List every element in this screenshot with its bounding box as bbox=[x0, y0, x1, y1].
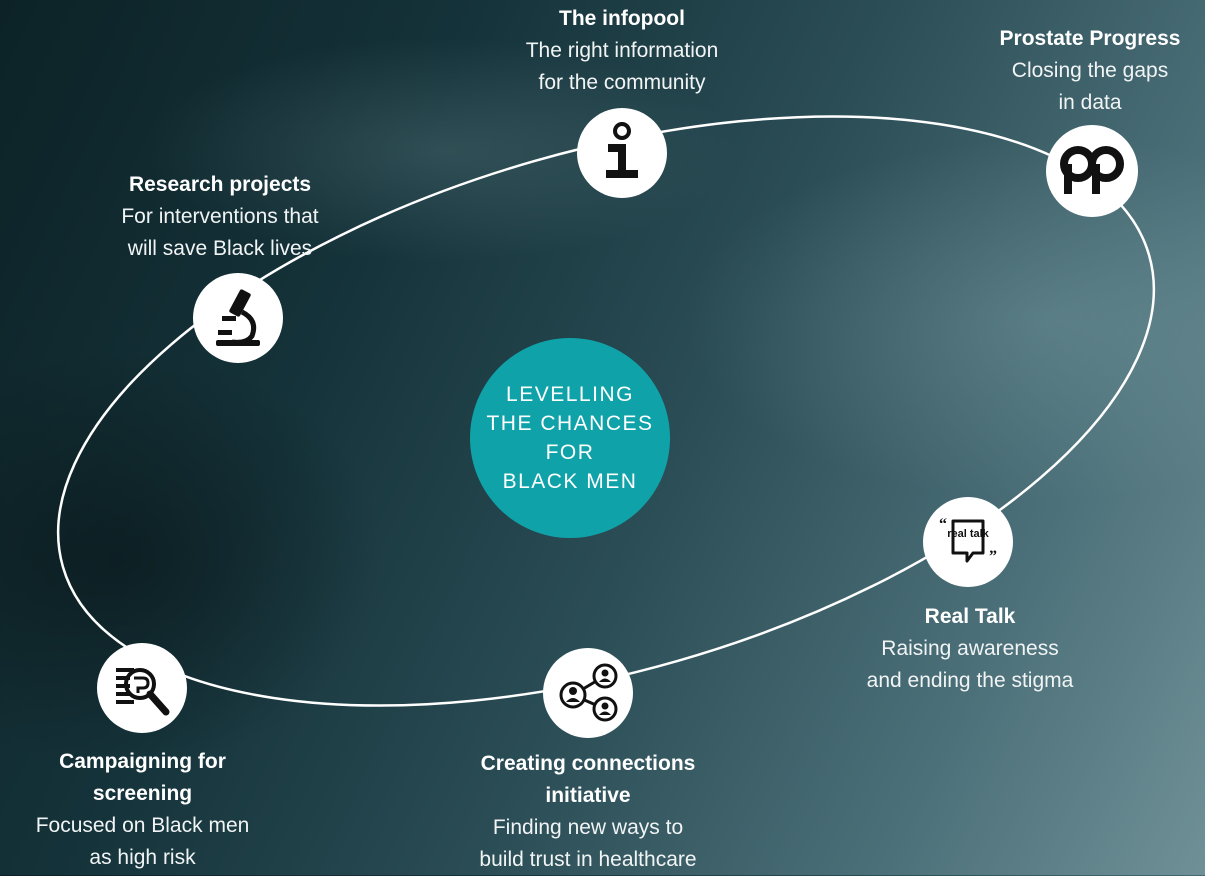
node-title: Research projects bbox=[128, 173, 312, 196]
label-infopool: The infopool The right information for t… bbox=[472, 3, 772, 99]
node-desc: Raising awareness and ending the stigma bbox=[866, 637, 1074, 692]
node-real-talk: “ real talk ” bbox=[923, 497, 1013, 587]
label-campaigning-screening: Campaigning for screening Focused on Bla… bbox=[0, 746, 285, 874]
node-creating-connections bbox=[543, 648, 633, 738]
node-title: Creating connections initiative bbox=[480, 752, 696, 807]
node-desc: Focused on Black men as high risk bbox=[35, 814, 250, 869]
svg-text:“: “ bbox=[939, 516, 947, 533]
node-title: Prostate Progress bbox=[999, 27, 1181, 50]
node-prostate-progress bbox=[1046, 125, 1138, 217]
node-desc: For interventions that will save Black l… bbox=[121, 205, 319, 260]
real-talk-icon: “ real talk ” bbox=[939, 516, 997, 565]
prostate-progress-logo-icon bbox=[1060, 146, 1124, 194]
network-people-icon bbox=[559, 663, 618, 722]
node-campaigning-screening bbox=[97, 643, 187, 733]
svg-text:”: ” bbox=[989, 548, 997, 565]
node-title: The infopool bbox=[559, 7, 685, 30]
node-title: Real Talk bbox=[924, 605, 1016, 628]
node-title: Campaigning for screening bbox=[59, 750, 226, 805]
label-real-talk: Real Talk Raising awareness and ending t… bbox=[830, 601, 1110, 697]
label-creating-connections: Creating connections initiative Finding … bbox=[433, 748, 743, 876]
center-text: LEVELLING THE CHANCES FOR BLACK MEN bbox=[486, 383, 654, 493]
info-icon bbox=[606, 122, 638, 178]
node-desc: Closing the gaps in data bbox=[1011, 59, 1169, 114]
microscope-icon bbox=[216, 289, 260, 346]
magnifier-document-icon bbox=[116, 668, 170, 716]
node-infopool bbox=[577, 108, 667, 198]
label-prostate-progress: Prostate Progress Closing the gaps in da… bbox=[965, 23, 1205, 119]
node-research-projects bbox=[193, 273, 283, 363]
center-circle: LEVELLING THE CHANCES FOR BLACK MEN bbox=[470, 338, 670, 538]
svg-text:real talk: real talk bbox=[947, 528, 989, 540]
node-desc: Finding new ways to build trust in healt… bbox=[479, 816, 697, 871]
label-research-projects: Research projects For interventions that… bbox=[80, 169, 360, 265]
node-desc: The right information for the community bbox=[525, 39, 719, 94]
